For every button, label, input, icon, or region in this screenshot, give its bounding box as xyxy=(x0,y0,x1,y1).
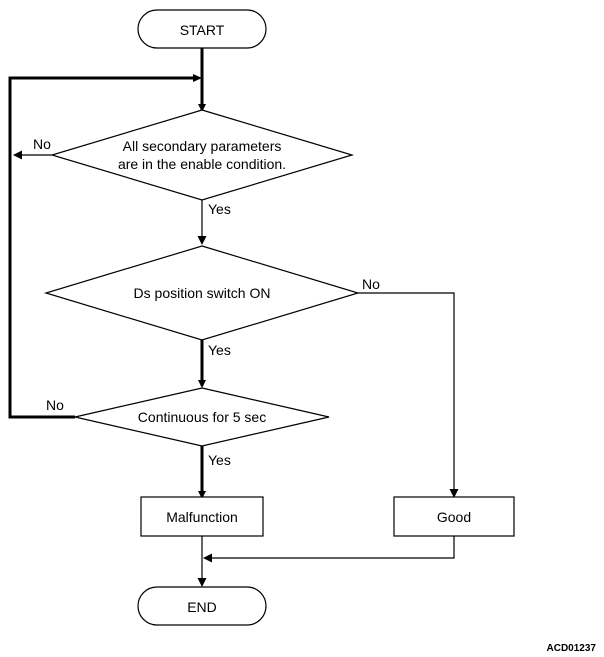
good-box: Good xyxy=(393,496,515,537)
decision-params-line2: are in the enable condition. xyxy=(118,156,286,172)
decision-ds-label: Ds position switch ON xyxy=(134,285,271,301)
continuous-no-label: No xyxy=(46,397,64,413)
params-no-label: No xyxy=(33,136,51,152)
edge-good-to-end xyxy=(203,536,455,563)
malfunction-box: Malfunction xyxy=(140,496,264,537)
start-terminal: START xyxy=(137,9,267,49)
figure-code: ACD01237 xyxy=(547,643,597,654)
edge-ds-no xyxy=(358,292,459,498)
good-label: Good xyxy=(437,509,471,525)
decision-params: All secondary parameters are in the enab… xyxy=(49,109,355,201)
end-terminal: END xyxy=(137,586,267,626)
malfunction-label: Malfunction xyxy=(166,509,238,525)
loop-arrowhead xyxy=(193,74,202,82)
ds-no-label: No xyxy=(362,276,380,292)
decision-params-line1: All secondary parameters xyxy=(123,138,282,154)
start-label: START xyxy=(180,22,225,38)
decision-ds-switch: Ds position switch ON xyxy=(43,245,361,341)
decision-continuous: Continuous for 5 sec xyxy=(74,387,330,447)
edge-continuous-no-loop xyxy=(8,76,194,419)
ds-yes-label: Yes xyxy=(208,342,231,358)
decision-continuous-label: Continuous for 5 sec xyxy=(138,409,266,425)
continuous-yes-label: Yes xyxy=(208,452,231,468)
params-yes-label: Yes xyxy=(208,201,231,217)
end-label: END xyxy=(187,599,217,615)
